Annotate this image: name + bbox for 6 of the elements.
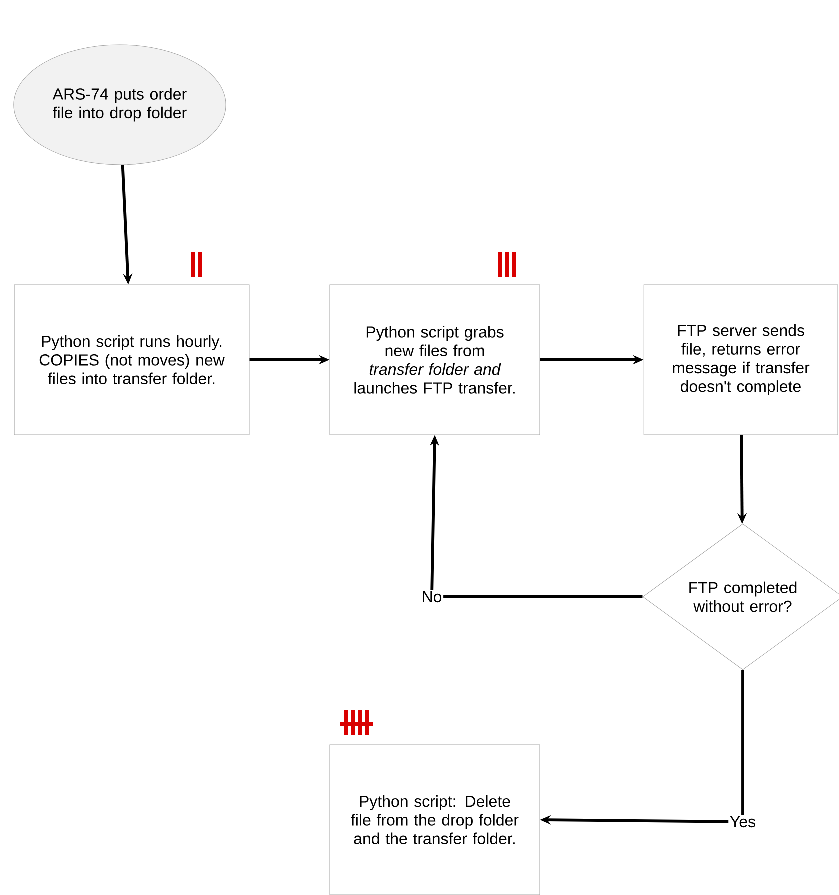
process-box: Python script runs hourly. COPIES (not moves) new files into transfer folder. <box>14 284 250 436</box>
edge-label: Yes <box>728 815 758 829</box>
edge-label: No <box>420 590 444 604</box>
process-box: Python script grabs new files from transfer folder and launches FTP transfer. <box>330 284 540 436</box>
process-box: FTP server sends file, returns error message if transfer doesn't complete <box>644 284 838 436</box>
process-box: Python script: Delete file from the drop folder and the transfer folder. <box>330 744 540 895</box>
